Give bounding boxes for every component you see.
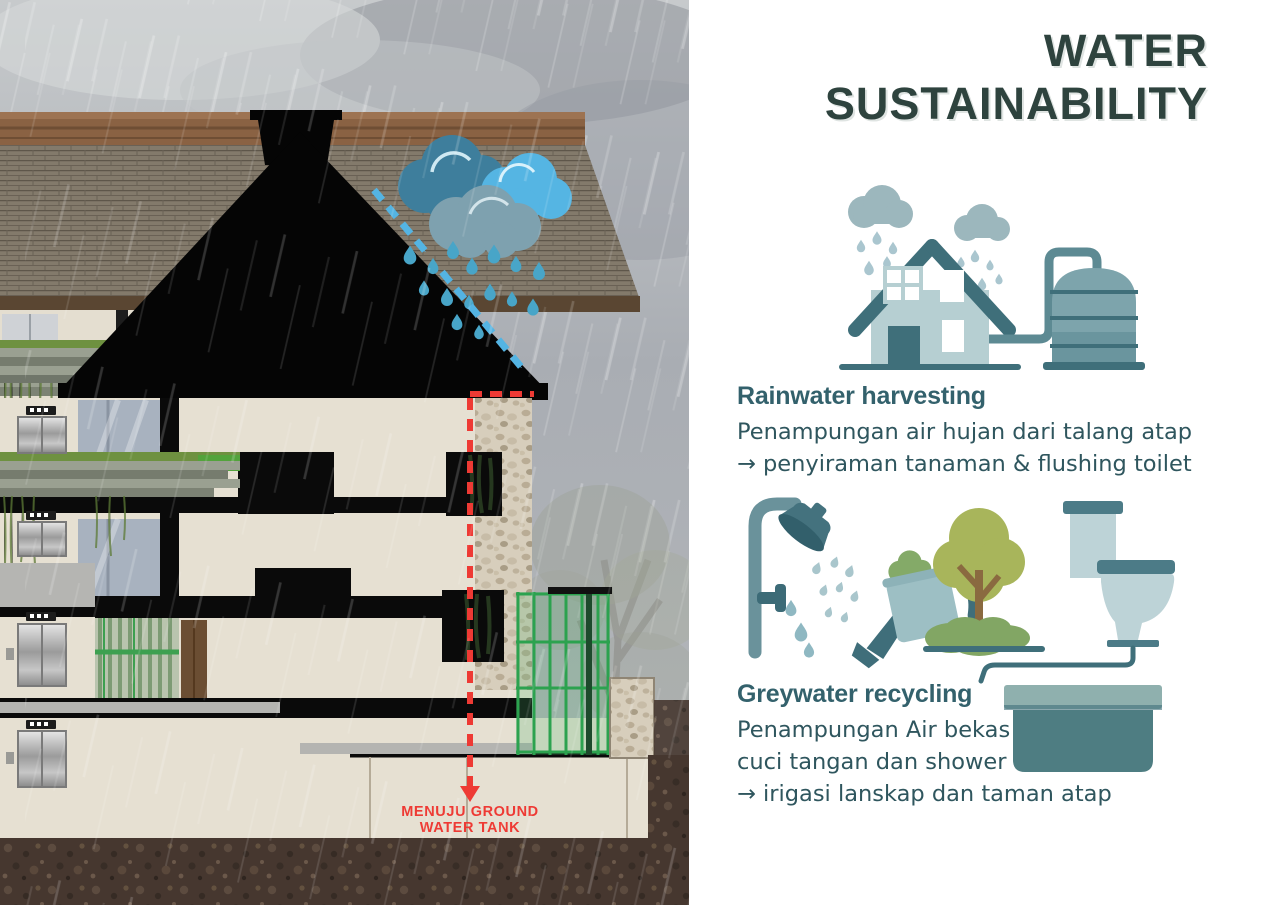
toilet-icon	[1063, 501, 1175, 647]
greywater-line-3: → irigasi lanskap dan taman atap	[737, 781, 1112, 807]
title-line-2: SUSTAINABILITY	[824, 78, 1208, 129]
pipe-icon	[989, 247, 1102, 344]
rainwater-harvesting-illustration	[839, 185, 1145, 370]
rain-cloud-icon	[848, 185, 913, 276]
title-line-1: WATER	[1043, 25, 1208, 76]
greywater-description: Penampungan Air bekas cuci tangan dan sh…	[737, 714, 1112, 810]
house-icon	[839, 239, 1021, 370]
shower-icon	[748, 497, 861, 659]
rainwater-heading: Rainwater harvesting	[737, 382, 986, 410]
rain-cloud-icon	[954, 204, 1010, 291]
greywater-line-2: cuci tangan dan shower	[737, 749, 1007, 775]
foreground-rain-overlay	[25, 0, 714, 905]
greywater-recycling-illustration	[748, 497, 1175, 772]
tree-icon	[923, 508, 1045, 656]
greywater-container-icon	[1004, 685, 1162, 772]
rainwater-line-2: → penyiraman tanaman & flushing toilet	[737, 451, 1192, 477]
building-section-panel: MENUJU GROUND WATER TANK	[0, 0, 800, 905]
shower-drops	[810, 555, 861, 624]
rainwater-description: Penampungan air hujan dari talang atap →…	[737, 416, 1192, 480]
greywater-line-1: Penampungan Air bekas	[737, 717, 1011, 743]
water-sustainability-panel: WATER SUSTAINABILITY	[689, 0, 1280, 905]
water-tank-icon	[1043, 268, 1145, 370]
rainwater-line-1: Penampungan air hujan dari talang atap	[737, 419, 1193, 445]
building-cross-section: MENUJU GROUND WATER TANK	[0, 0, 800, 905]
drain-pipe-icon	[978, 645, 1136, 684]
page-title: WATER SUSTAINABILITY	[825, 24, 1208, 130]
greywater-heading: Greywater recycling	[737, 680, 973, 708]
